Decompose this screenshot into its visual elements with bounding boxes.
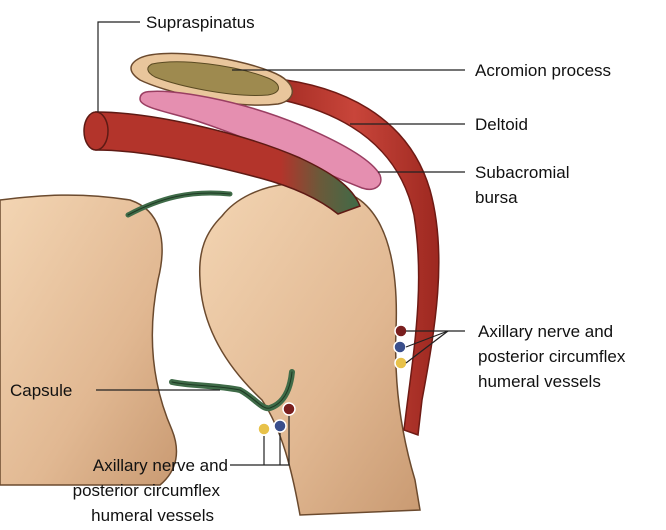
label-axillary-left-3: humeral vessels xyxy=(91,506,214,525)
nerve-yellow-dot xyxy=(258,423,270,435)
vessel-red-dot xyxy=(395,325,407,337)
label-bursa-1: Subacromial xyxy=(475,163,570,182)
supraspinatus-end xyxy=(84,112,108,150)
vessel-blue-dot xyxy=(274,420,286,432)
label-axillary-left-2: posterior circumflex xyxy=(73,481,221,500)
axillary-bundle-right xyxy=(394,325,407,369)
label-acromion: Acromion process xyxy=(475,61,611,80)
label-axillary-right-1: Axillary nerve and xyxy=(478,322,613,341)
label-deltoid: Deltoid xyxy=(475,115,528,134)
scapula-shape xyxy=(0,195,176,485)
label-capsule: Capsule xyxy=(10,381,72,400)
nerve-yellow-dot xyxy=(395,357,407,369)
label-bursa-2: bursa xyxy=(475,188,518,207)
label-axillary-right-3: humeral vessels xyxy=(478,372,601,391)
vessel-red-dot xyxy=(283,403,295,415)
label-supraspinatus: Supraspinatus xyxy=(146,13,255,32)
label-axillary-left-1: Axillary nerve and xyxy=(93,456,228,475)
label-axillary-right-2: posterior circumflex xyxy=(478,347,626,366)
vessel-blue-dot xyxy=(394,341,406,353)
